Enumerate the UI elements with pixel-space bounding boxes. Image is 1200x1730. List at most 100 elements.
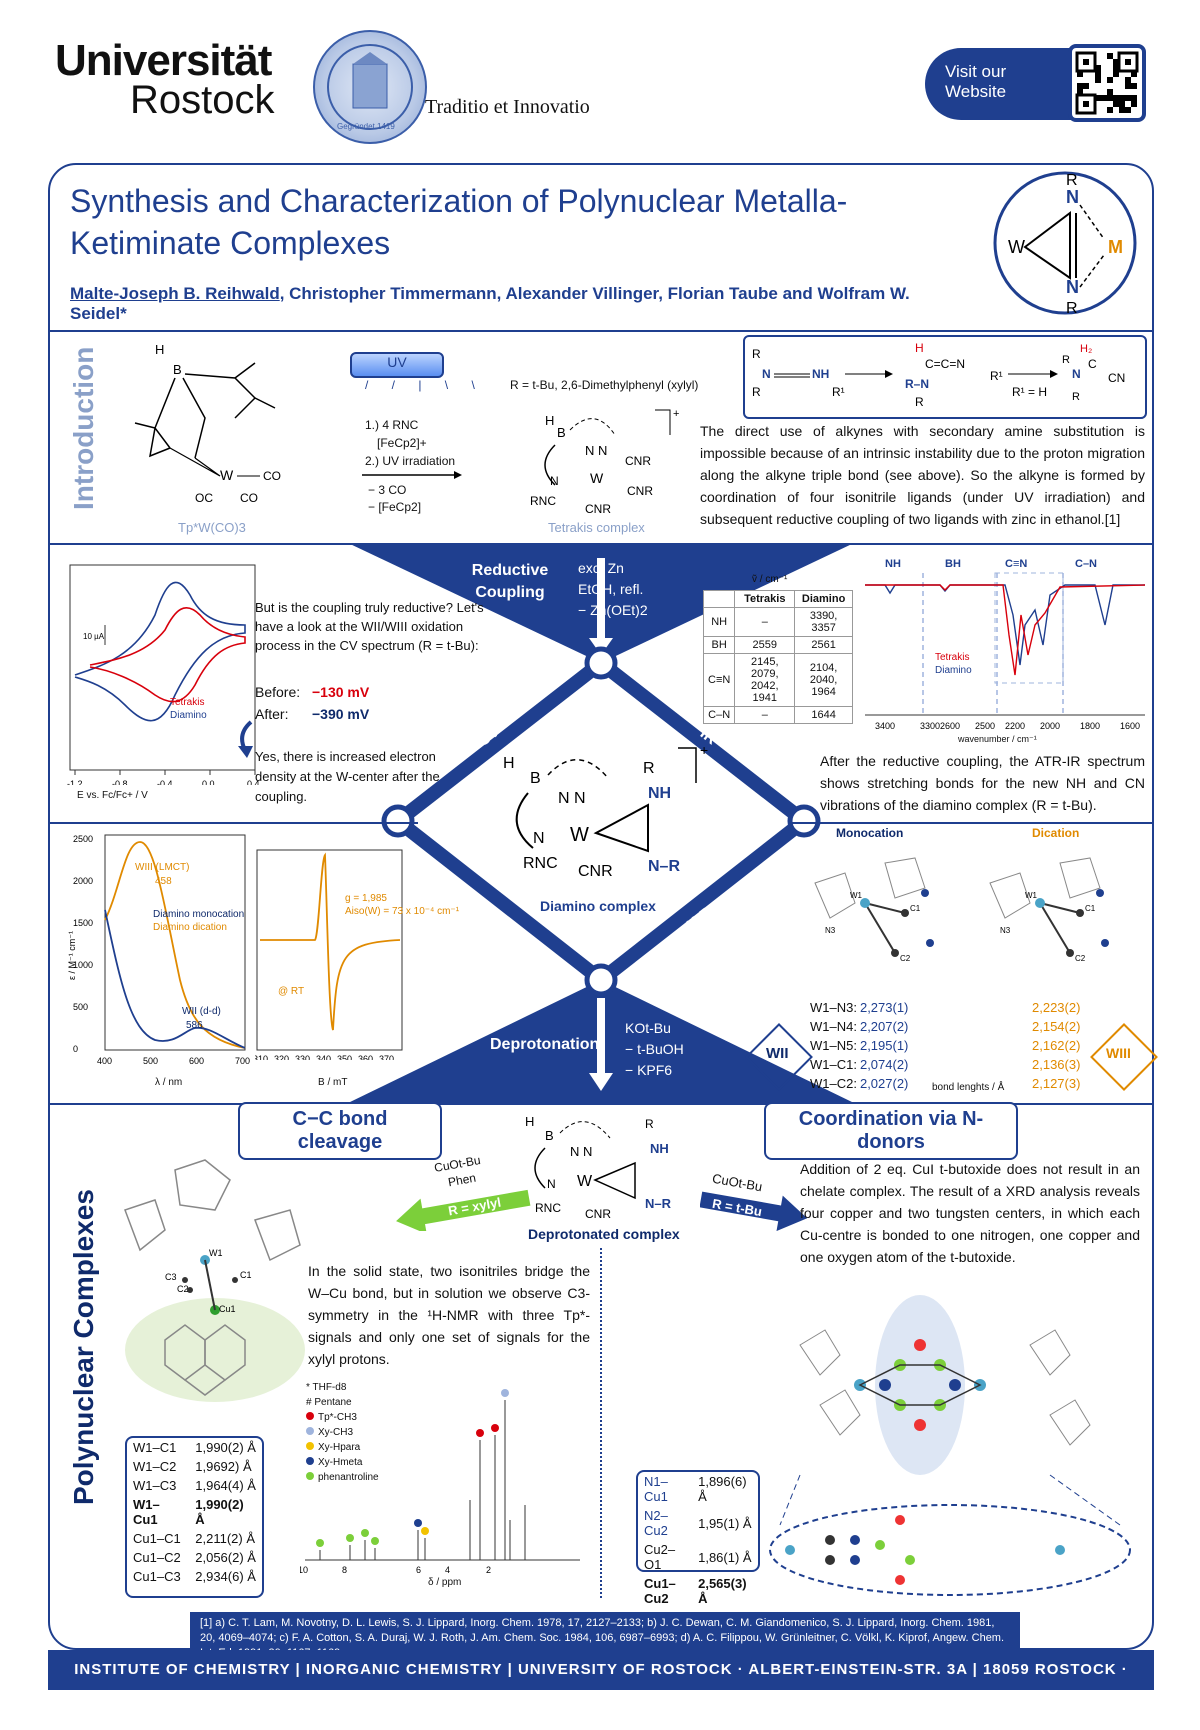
xray-bond-mono: 2,207(2): [859, 1019, 909, 1034]
svg-text:NH: NH: [812, 367, 829, 381]
intro-arrow-icon: [362, 471, 462, 479]
xray-bond-row: W1–C1:2,074(2)2,136(3): [810, 1055, 1140, 1074]
svg-text:NH: NH: [650, 1141, 669, 1156]
cu4-atom: [949, 1379, 961, 1391]
cu4-zoom-atom: [895, 1575, 905, 1585]
svg-text:H: H: [155, 342, 164, 357]
svg-text:H: H: [545, 413, 554, 428]
xray-atom-label: W1: [850, 891, 863, 900]
nmr-legend-label: Xy-Hpara: [318, 1442, 361, 1453]
divider-left-mid: [48, 822, 418, 824]
poly-dotted-divider: [600, 1248, 602, 1598]
nmr-peak-marker: [346, 1534, 354, 1542]
bond-label: W1–Cu1: [133, 1497, 160, 1527]
bond-value: 2,056(2) Å: [195, 1550, 256, 1565]
nmr-peak-marker: [316, 1539, 324, 1547]
qr-code-icon[interactable]: [1068, 44, 1146, 122]
svg-text:H₂: H₂: [1080, 343, 1092, 355]
xray-bond-label: W1–C2:: [810, 1076, 857, 1091]
svg-text:N: N: [1066, 187, 1079, 207]
tetranuclear-structure: [769, 1295, 1131, 1596]
svg-text:W1: W1: [209, 1248, 223, 1258]
bond-label: W1–C1: [133, 1440, 177, 1455]
svg-text:R: R: [752, 347, 761, 361]
cu4-zoom-atom: [875, 1540, 885, 1550]
bond-value: 2,211(2) Å: [195, 1531, 255, 1546]
poster-title: Synthesis and Characterization of Polynu…: [70, 183, 848, 261]
cu4-zoom-atom: [850, 1535, 860, 1545]
qr-module: [1113, 65, 1119, 71]
cu4-zoom-atom: [825, 1555, 835, 1565]
svg-text:CN: CN: [1108, 371, 1125, 385]
bond-label: W1–C3: [133, 1478, 177, 1493]
intro-minus2: − [FeCp2]: [368, 500, 422, 514]
ir-tick-label: 2600: [940, 721, 960, 731]
curved-arrow-icon: [238, 720, 253, 758]
svg-text:N: N: [547, 1177, 556, 1191]
xray-ring: [1059, 857, 1101, 899]
xray-n-atom: [1096, 889, 1104, 897]
svg-text:C=C=N: C=C=N: [925, 357, 965, 371]
epr-tick-label: 370: [379, 1054, 394, 1060]
qr-module: [1131, 101, 1137, 107]
deprotonated-structure: H B N N W N R NH N–R RNC CNR: [525, 1114, 672, 1221]
epr-tick-label: 340: [316, 1054, 331, 1060]
svg-text:H: H: [915, 341, 924, 355]
qr-module: [1077, 83, 1083, 89]
nmr-legend-dot-icon: [306, 1442, 314, 1450]
intro-step2: 2.) UV irradiation: [365, 454, 456, 468]
cv-tick-label: -1,2: [67, 779, 83, 785]
qr-module: [1077, 89, 1083, 95]
cv-after-label: After:: [255, 706, 289, 722]
svg-text:CO: CO: [263, 469, 281, 483]
qr-module: [1095, 71, 1101, 77]
dep-cond2: − t-BuOH: [625, 1041, 684, 1057]
uv-ytick-label: 1000: [73, 960, 93, 970]
ir-col-0: [702, 590, 736, 608]
ir-unit: ṽ / cm⁻¹: [752, 574, 788, 585]
presenting-author: Malte-Joseph B. Reihwald: [70, 284, 280, 303]
qr-module: [1095, 77, 1101, 83]
cu4-zoom-line: [1049, 1474, 1121, 1526]
university-city: Rostock: [130, 78, 275, 122]
epr-tick-label: 310: [255, 1054, 268, 1060]
xray-bond-mono: 2,273(1): [859, 1000, 909, 1015]
intro-byproducts: − 3 CO − [FeCp2]: [368, 482, 421, 516]
poly-section-label: Polynuclear Complexes: [68, 1189, 99, 1505]
nmr-peak-marker: [421, 1527, 429, 1535]
svg-text:CNR: CNR: [585, 502, 611, 516]
ir-region-label: BH: [945, 558, 961, 570]
nmr-legend-label: Xy-CH3: [318, 1427, 354, 1438]
xray-c-atom: [891, 949, 899, 957]
ir-tick-label: 1600: [1120, 721, 1140, 731]
svg-text:RNC: RNC: [523, 855, 558, 872]
ir-tick-label: 3400: [875, 721, 895, 731]
svg-text:N–R: N–R: [645, 1196, 672, 1211]
nmr-legend-dot-icon: [306, 1412, 314, 1420]
cu4-zoom-atom: [785, 1545, 795, 1555]
ir-tick-label: 2500: [975, 721, 995, 731]
deprotonation-label: Deprotonation: [490, 1036, 600, 1053]
cu4-zoom-atom: [850, 1555, 860, 1565]
ir-col-2: Diamino: [794, 590, 853, 608]
epr-rt: @ RT: [278, 986, 305, 997]
uv-curve-monocation: [104, 909, 246, 1049]
qr-module: [1131, 71, 1137, 77]
svg-text:N–R: N–R: [648, 858, 680, 875]
svg-text:+: +: [700, 742, 708, 758]
uv-xtick-label: 500: [143, 1056, 158, 1066]
xray-bond-row: W1–N4:2,207(2)2,154(2): [810, 1017, 1140, 1036]
qr-module: [1131, 95, 1137, 101]
xray-bond: [1039, 902, 1071, 954]
qr-module: [1113, 71, 1119, 77]
nmr-tick-label: 4: [445, 1565, 450, 1575]
epr-frame: [256, 849, 403, 1051]
cu4-zoom-line: [779, 1474, 801, 1526]
xray-atom-label: W1: [1025, 891, 1038, 900]
qr-module: [1095, 65, 1101, 71]
svg-text:R: R: [752, 385, 761, 399]
svg-text:C1: C1: [240, 1270, 252, 1280]
reductive-coupling-label: Reductive Coupling: [471, 562, 549, 601]
xray-n-atom: [921, 889, 929, 897]
